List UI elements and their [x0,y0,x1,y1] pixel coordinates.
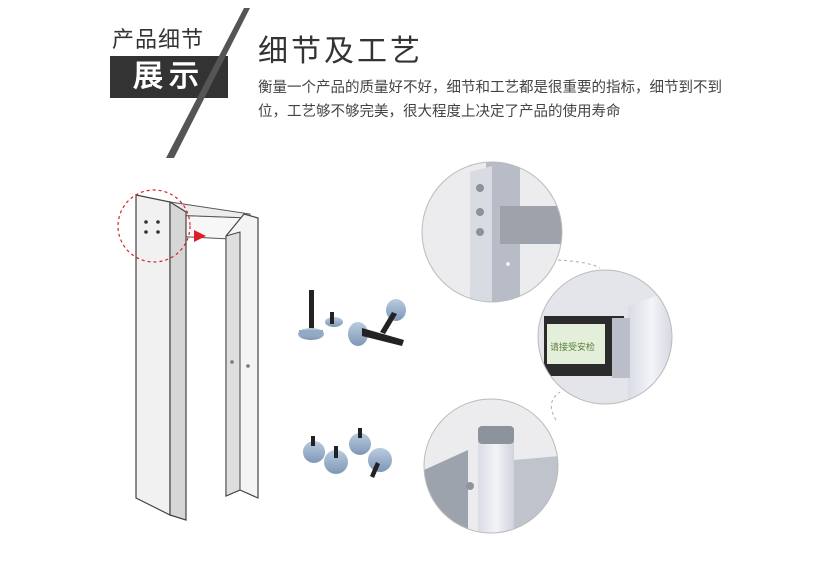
security-gate [117,189,259,521]
red-arrow-icon [194,230,206,242]
diagonal-divider [166,8,250,158]
badge-subtitle: 产品细节 [112,28,205,53]
section-description: 衡量一个产品的质量好不好，细节和工艺都是很重要的指标，细节到不到位，工艺够不够完… [258,80,722,120]
connector-line-1 [557,259,601,269]
section-title: 细节及工艺 [258,34,423,69]
detail-circle-screen: 请接受安检 [537,269,673,405]
screen-text: 请接受安检 [550,341,595,353]
connector-line-2 [550,391,561,421]
detail-highlight-circle [117,189,191,263]
leveling-feet-tall [298,290,406,346]
detail-circle-top [421,161,563,303]
detail-circle-bottom [423,398,559,534]
leveling-feet-short [303,428,392,478]
